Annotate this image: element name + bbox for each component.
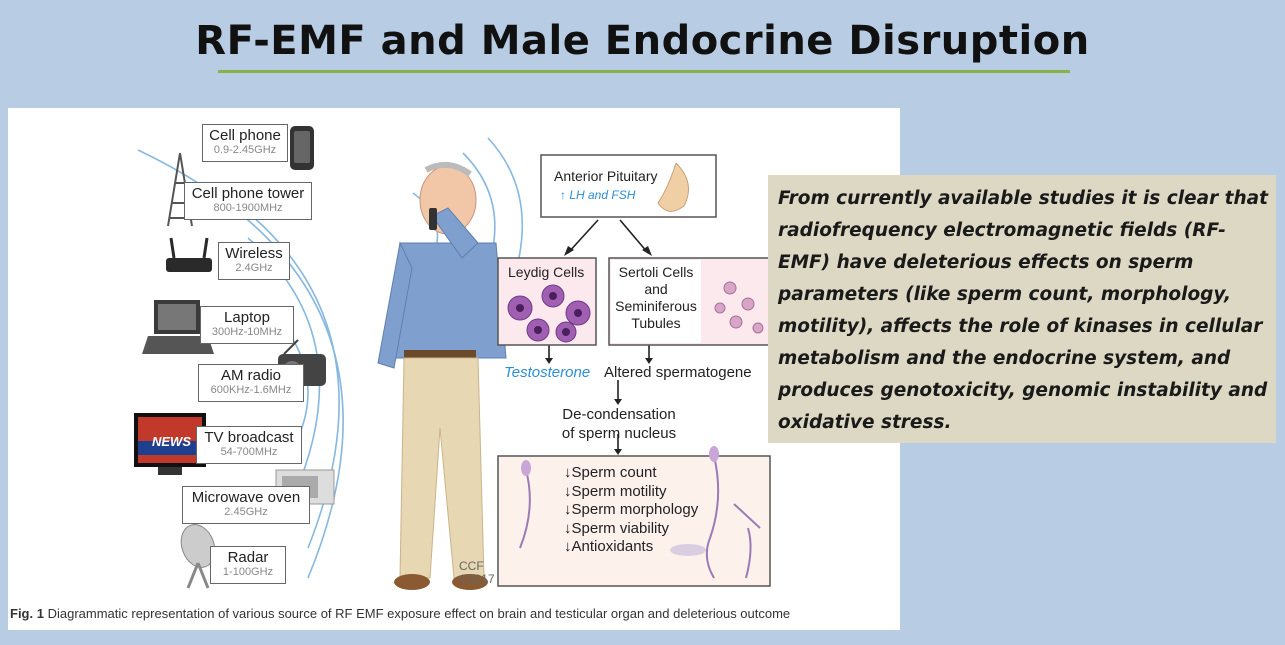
title-underline (218, 70, 1070, 73)
effect-item: Sperm count (564, 464, 698, 483)
figure-caption: Fig. 1 Diagrammatic representation of va… (10, 606, 790, 621)
router-icon (166, 238, 212, 272)
effect-item: Sperm morphology (564, 501, 698, 520)
pituitary-hormones: ↑ LH and FSH (560, 188, 635, 202)
effect-item: Sperm viability (564, 520, 698, 539)
altered-spermatogenesis-label: Altered spermatogenesis (604, 364, 752, 381)
man-figure (378, 165, 506, 590)
diagram-artwork (8, 108, 900, 630)
slide-title: RF-EMF and Male Endocrine Disruption (0, 18, 1285, 64)
effect-item: Antioxidants (564, 538, 698, 557)
effect-item: Sperm motility (564, 483, 698, 502)
sperm-effects-list: Sperm count Sperm motility Sperm morphol… (564, 464, 698, 557)
pituitary-label: Anterior Pituitary (554, 168, 657, 184)
leydig-label: Leydig Cells (508, 264, 584, 280)
tv-news-logo: NEWS (152, 434, 191, 449)
testosterone-label: Testosterone (504, 364, 590, 381)
summary-textbox: From currently available studies it is c… (768, 175, 1276, 443)
credit-label: CCF©2017 (459, 560, 495, 586)
